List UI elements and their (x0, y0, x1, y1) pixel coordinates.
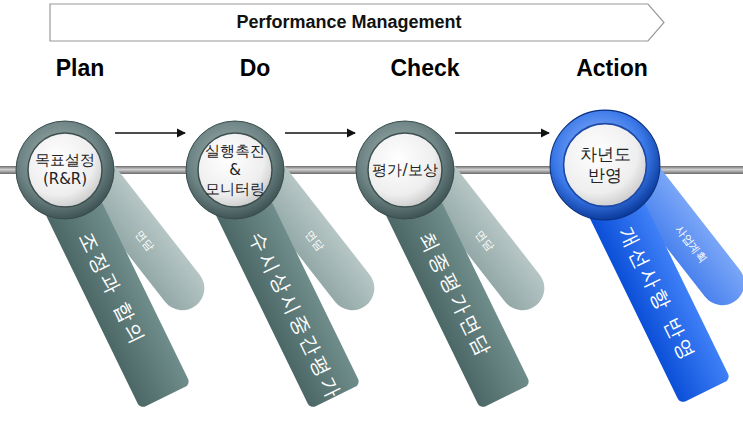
tab-label: 면담 (472, 227, 497, 254)
tab-label: 면담 (132, 227, 157, 254)
tab-label: 면담 (302, 227, 327, 254)
phase-circle: 목표설정 (R&R) (15, 120, 115, 220)
circle-label: 평가/보상 (365, 161, 445, 180)
circle-ring (550, 110, 660, 220)
circle-ring (356, 121, 454, 219)
circle-face (564, 124, 647, 207)
circle-ring (186, 121, 284, 219)
phase-label: Plan (20, 55, 140, 82)
phase-label: Check (365, 55, 485, 82)
circle-label: 목표설정 (R&R) (25, 151, 105, 189)
flow-arrow (115, 132, 185, 133)
circle-face (198, 133, 272, 207)
phase-circle: 평가/보상 (355, 120, 455, 220)
banner-arrow (50, 4, 664, 41)
circle-label: 실행촉진 & 모니터링 (202, 142, 268, 198)
circle-label: 차년도 반영 (565, 144, 645, 187)
phase-circle: 차년도 반영 (549, 109, 661, 221)
tab-label: 사업계획 (672, 222, 711, 266)
phase-label: Action (552, 55, 672, 82)
banner-title: Performance Management (50, 4, 648, 41)
phase-circle: 실행촉진 & 모니터링 (185, 120, 285, 220)
flow-arrow (455, 132, 549, 133)
circle-ring (16, 121, 114, 219)
flow-arrow (285, 132, 355, 133)
phase-label: Do (195, 55, 315, 82)
